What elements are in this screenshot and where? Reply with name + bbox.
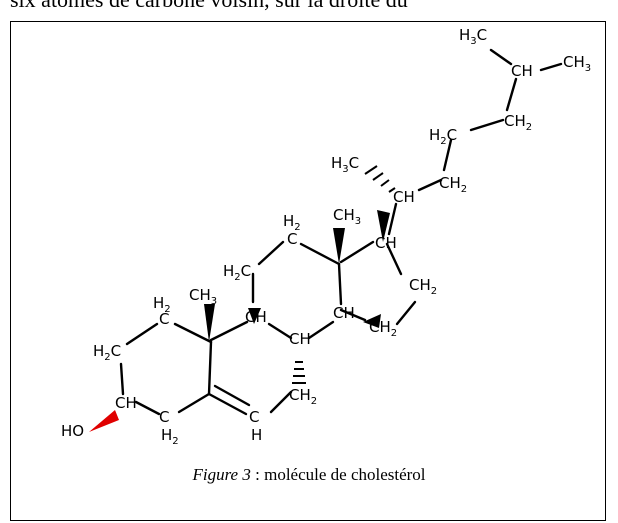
atom-ch2-chain-a: CH2 — [504, 112, 532, 133]
body-text-fragment: six atomes de carbone voisin, sur la dro… — [10, 0, 408, 13]
figure-caption: Figure 3 : molécule de cholestérol — [11, 465, 607, 485]
atom-h2c-ring-c: H2C — [223, 262, 251, 283]
atom-ch-3: CH — [115, 394, 137, 412]
caption-separator: : — [250, 465, 265, 484]
atom-h2-ring-a: H2 — [153, 294, 171, 315]
atom-h2-4: H2 — [161, 426, 179, 447]
atom-ch-side: CH — [393, 188, 415, 206]
atom-ch2-ring-d-a: CH2 — [409, 276, 437, 297]
cholesterol-structure: H3C CH CH3 CH2 H2C H3C CH2 CH CH3 H2 C C… — [61, 26, 591, 447]
stereo-bonds — [89, 165, 396, 432]
atom-ho: HO — [61, 422, 84, 440]
atom-ch-ring-d: CH — [375, 234, 397, 252]
atom-ch3-isopropyl: CH3 — [563, 53, 591, 74]
atom-ch-14: CH — [333, 304, 355, 322]
atom-c-4: C — [159, 408, 169, 426]
atom-c-6: C — [249, 408, 259, 426]
atom-h3c-top: H3C — [459, 26, 487, 47]
atom-labels: H3C CH CH3 CH2 H2C H3C CH2 CH CH3 H2 C C… — [61, 26, 591, 447]
atom-c-top: C — [287, 230, 297, 248]
figure-label: Figure 3 — [192, 465, 251, 484]
atom-h-6: H — [251, 426, 262, 444]
atom-ch-9: CH — [245, 308, 267, 326]
atom-h3c-side: H3C — [331, 154, 359, 175]
atom-ch2-chain-b: CH2 — [439, 174, 467, 195]
figure-frame: H3C CH CH3 CH2 H2C H3C CH2 CH CH3 H2 C C… — [10, 21, 606, 521]
atom-h2c-ring-a: H2C — [93, 342, 121, 363]
atom-ch3-ring-d: CH3 — [333, 206, 361, 227]
atom-h2c-chain: H2C — [429, 126, 457, 147]
atom-c-ring-a: C — [159, 310, 169, 328]
atom-ch-8: CH — [289, 330, 311, 348]
atom-ch2-7: CH2 — [289, 386, 317, 407]
atom-h2-top: H2 — [283, 212, 301, 233]
atom-ch2-ring-d-b: CH2 — [369, 318, 397, 339]
atom-ch3-ring-a: CH3 — [189, 286, 217, 307]
caption-text: molécule de cholestérol — [264, 465, 426, 484]
atom-ch-isopropyl: CH — [511, 62, 533, 80]
bond-lines — [119, 48, 563, 416]
